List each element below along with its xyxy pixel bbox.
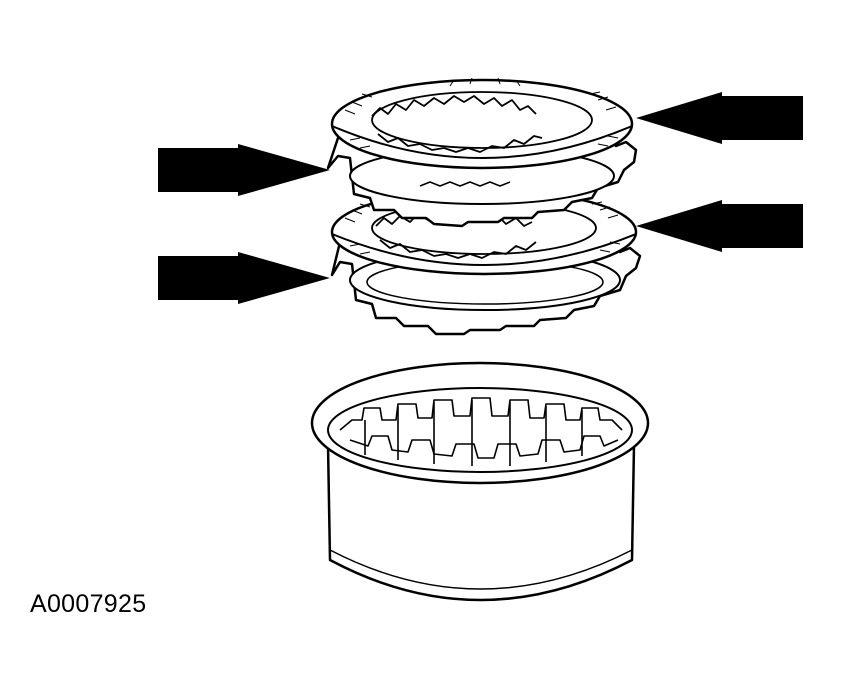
arrow-right-lower	[636, 200, 803, 252]
arrow-left-lower	[158, 252, 330, 304]
friction-plate-upper	[330, 77, 634, 170]
arrow-left-upper	[158, 144, 330, 196]
figure-reference-code: A0007925	[30, 590, 147, 618]
clutch-hub-drum	[310, 361, 650, 602]
callout-arrows	[158, 92, 803, 304]
arrow-right-upper	[636, 92, 803, 144]
